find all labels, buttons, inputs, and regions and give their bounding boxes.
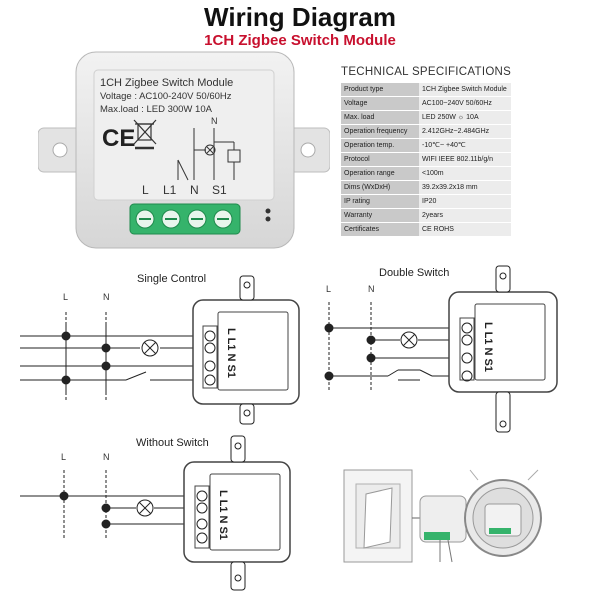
module-voltage-text: Voltage : AC100-240V 50/60Hz xyxy=(100,91,232,102)
mini-module-icon xyxy=(419,495,467,563)
spec-value: CE ROHS xyxy=(419,222,511,236)
without-line-n-label: N xyxy=(103,452,110,462)
spec-key: IP rating xyxy=(341,194,419,209)
spec-key: Product type xyxy=(341,82,419,97)
wall-switch-icon xyxy=(343,469,413,563)
spec-value: LED 250W ☼ 10A xyxy=(419,110,511,125)
spec-row: Dims (WxDxH)39.2x39.2x18 mm xyxy=(341,180,511,195)
double-terminal-label: L L1 N S1 xyxy=(482,322,494,372)
double-switch-diagram: Double Switch L N xyxy=(324,265,558,433)
spec-key: Warranty xyxy=(341,208,419,223)
single-line-l-label: L xyxy=(63,292,68,302)
spec-title: TECHNICAL SPECIFICATIONS xyxy=(341,66,512,78)
spec-value: 2.412GHz~2.484GHz xyxy=(419,124,511,139)
spec-row: Operation range<100m xyxy=(341,166,511,181)
module-illustration: 1CH Zigbee Switch Module Voltage : AC100… xyxy=(38,51,330,249)
without-switch-diagram: Without Switch L N L L1 N S1 xyxy=(20,435,291,591)
spec-key: Certificates xyxy=(341,222,419,236)
installation-illustration xyxy=(343,469,542,563)
page-title: Wiring Diagram xyxy=(204,2,396,32)
spec-key: Operation frequency xyxy=(341,124,419,139)
without-line-l-label: L xyxy=(61,452,66,462)
double-switch-title: Double Switch xyxy=(379,267,449,279)
spec-key: Max. load xyxy=(341,110,419,125)
terminal-label-l1: L1 xyxy=(163,183,177,197)
terminal-label-n: N xyxy=(190,183,199,197)
mounting-tab-right xyxy=(283,127,330,173)
spec-key: Operation temp. xyxy=(341,138,419,153)
single-control-title: Single Control xyxy=(137,273,206,285)
single-terminal-label: L L1 N S1 xyxy=(225,328,237,378)
weee-bin-icon xyxy=(133,119,157,150)
terminal-block xyxy=(129,203,241,235)
spec-value: IP20 xyxy=(419,194,511,209)
spec-value: WIFI IEEE 802.11b/g/n xyxy=(419,152,511,167)
spec-value: 39.2x39.2x18 mm xyxy=(419,180,511,195)
ce-mark: CE xyxy=(102,125,135,152)
label-schematic-n: N xyxy=(211,116,218,126)
label-schematic xyxy=(177,128,241,181)
module-max-load-text: Max.load : LED 300W 10A xyxy=(100,104,213,115)
wall-box-icon xyxy=(464,469,542,557)
spec-value: 1CH Zigbee Switch Module xyxy=(419,82,511,97)
spec-key: Protocol xyxy=(341,152,419,167)
spec-key: Voltage xyxy=(341,96,419,111)
spec-value: -10℃~ +40℃ xyxy=(419,138,511,153)
spec-value: <100m xyxy=(419,166,511,181)
spec-row: Operation temp.-10℃~ +40℃ xyxy=(341,138,511,153)
single-line-n-label: N xyxy=(103,292,110,302)
terminal-label-s1: S1 xyxy=(212,183,227,197)
spec-key: Dims (WxDxH) xyxy=(341,180,419,195)
spec-value: 2years xyxy=(419,208,511,223)
double-line-l-label: L xyxy=(326,284,331,294)
terminal-label-l: L xyxy=(142,183,149,197)
double-line-n-label: N xyxy=(368,284,375,294)
single-control-diagram: Single Control L N xyxy=(20,273,300,425)
module-name-text: 1CH Zigbee Switch Module xyxy=(100,77,233,89)
without-terminal-label: L L1 N S1 xyxy=(217,490,229,540)
spec-value: AC100~240V 50/60Hz xyxy=(419,96,511,111)
without-switch-title: Without Switch xyxy=(136,437,209,449)
spec-key: Operation range xyxy=(341,166,419,181)
page-subtitle: 1CH Zigbee Switch Module xyxy=(204,32,396,49)
